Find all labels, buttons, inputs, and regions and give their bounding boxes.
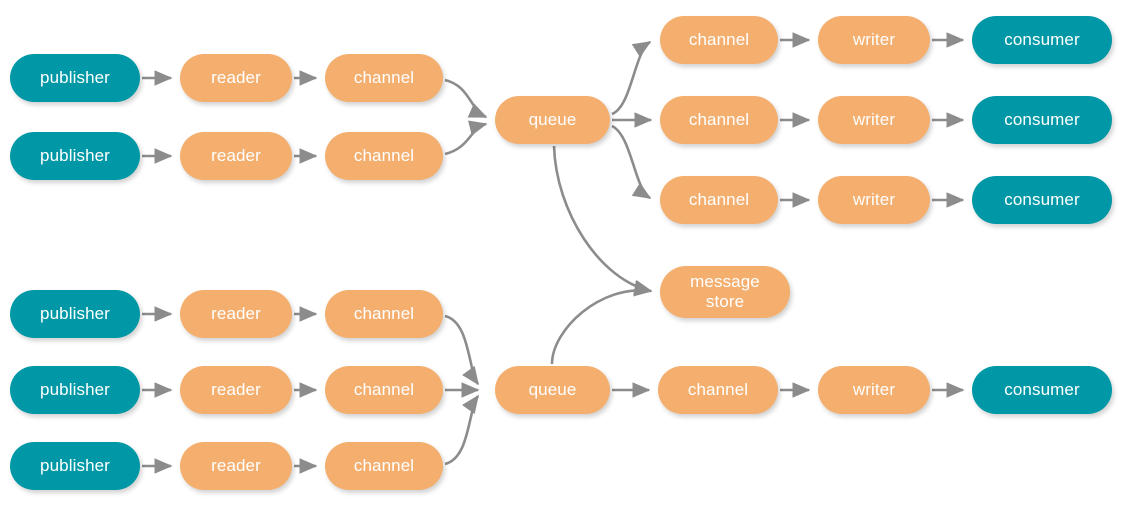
node-con-b1[interactable]: consumer: [972, 16, 1112, 64]
node-rdr-a1[interactable]: reader: [180, 54, 292, 102]
node-con-b3[interactable]: consumer: [972, 176, 1112, 224]
edge-queue-a-to-chn-b1: [611, 40, 652, 116]
node-pub-c1[interactable]: publisher: [10, 290, 140, 338]
node-con-b2[interactable]: consumer: [972, 96, 1112, 144]
node-wtr-b3[interactable]: writer: [818, 176, 930, 224]
node-chn-c3[interactable]: channel: [325, 442, 443, 490]
node-store[interactable]: message store: [660, 266, 790, 318]
node-chn-a2[interactable]: channel: [325, 132, 443, 180]
edge-queue-c-to-store: [550, 281, 653, 365]
edge-chn-c3-to-queue-c: [444, 394, 480, 466]
node-con-d1[interactable]: consumer: [972, 366, 1112, 414]
node-pub-a2[interactable]: publisher: [10, 132, 140, 180]
node-chn-c2[interactable]: channel: [325, 366, 443, 414]
node-chn-b1[interactable]: channel: [660, 16, 778, 64]
node-rdr-c1[interactable]: reader: [180, 290, 292, 338]
node-queue-a[interactable]: queue: [495, 96, 610, 144]
node-rdr-a2[interactable]: reader: [180, 132, 292, 180]
node-chn-b3[interactable]: channel: [660, 176, 778, 224]
node-pub-c2[interactable]: publisher: [10, 366, 140, 414]
node-chn-b2[interactable]: channel: [660, 96, 778, 144]
node-wtr-b2[interactable]: writer: [818, 96, 930, 144]
node-pub-a1[interactable]: publisher: [10, 54, 140, 102]
node-rdr-c2[interactable]: reader: [180, 366, 292, 414]
node-rdr-c3[interactable]: reader: [180, 442, 292, 490]
edge-chn-a2-to-queue-a: [444, 120, 488, 156]
edge-queue-a-to-store: [552, 145, 653, 296]
edge-chn-a1-to-queue-a: [444, 78, 488, 119]
node-queue-c[interactable]: queue: [495, 366, 610, 414]
node-wtr-d1[interactable]: writer: [818, 366, 930, 414]
edge-queue-a-to-chn-b3: [611, 124, 652, 200]
node-pub-c3[interactable]: publisher: [10, 442, 140, 490]
node-chn-c1[interactable]: channel: [325, 290, 443, 338]
node-chn-a1[interactable]: channel: [325, 54, 443, 102]
node-wtr-b1[interactable]: writer: [818, 16, 930, 64]
node-chn-d1[interactable]: channel: [658, 366, 778, 414]
edge-chn-c1-to-queue-c: [444, 314, 480, 386]
